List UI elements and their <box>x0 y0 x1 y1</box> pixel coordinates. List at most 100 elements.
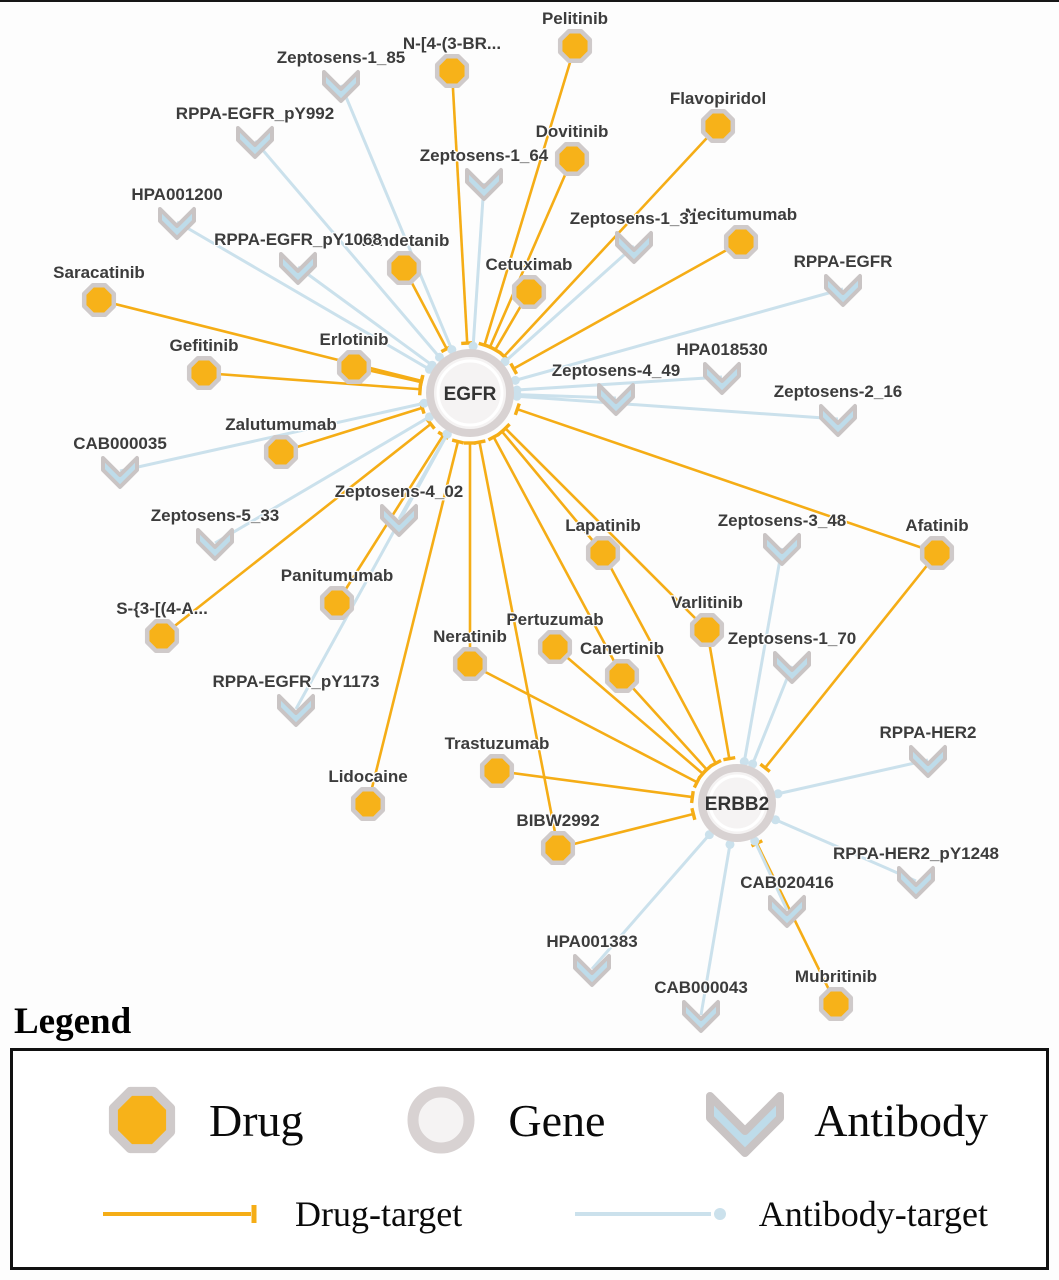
drug-octagon <box>818 986 854 1022</box>
node-canertinib[interactable] <box>604 658 640 694</box>
gene-circle <box>426 349 514 437</box>
node-zeptosens-3-48[interactable] <box>763 533 801 566</box>
antibody-target-dot <box>419 398 429 408</box>
node-bibw2992[interactable] <box>540 830 576 866</box>
antibody-chevron-shape <box>706 1092 785 1157</box>
node-rppa-egfr-py992[interactable] <box>236 126 274 159</box>
antibody-chevron <box>196 528 234 561</box>
edge-zeptosens-1-31-egfr <box>503 244 636 363</box>
node-zeptosens-1-31[interactable] <box>615 231 653 264</box>
label-rppa-her2-py1248: RPPA-HER2_pY1248 <box>833 844 999 863</box>
label-canertinib: Canertinib <box>580 639 664 658</box>
drug-octagon <box>919 535 955 571</box>
node-cab000035[interactable] <box>101 456 139 489</box>
node-flavopiridol[interactable] <box>700 108 736 144</box>
legend-antibody-target-label: Antibody-target <box>758 1194 988 1234</box>
antibody-chevron <box>277 694 315 727</box>
drug-octagon-icon <box>108 1086 176 1154</box>
drug-octagon <box>319 585 355 621</box>
node-trastuzumab[interactable] <box>479 753 515 789</box>
node-afatinib[interactable] <box>919 535 955 571</box>
node-rppa-egfr[interactable] <box>824 274 862 307</box>
label-zeptosens-1-85: Zeptosens-1_85 <box>277 48 406 67</box>
edge-lidocaine-egfr <box>366 441 460 805</box>
drug-target-line-icon <box>103 1205 257 1223</box>
gene-circle-icon <box>407 1086 475 1154</box>
antibody-chevron <box>380 504 418 537</box>
antibody-chevron <box>597 383 635 416</box>
label-zeptosens-2-16: Zeptosens-2_16 <box>774 382 903 401</box>
antibody-chevron <box>322 70 360 103</box>
label-gefitinib: Gefitinib <box>170 336 239 355</box>
node-lapatinib[interactable] <box>585 535 621 571</box>
node-pertuzumab[interactable] <box>537 629 573 665</box>
antibody-target-dot <box>750 836 760 846</box>
node-zeptosens-4-02[interactable] <box>380 504 418 537</box>
node-gefitinib[interactable] <box>186 355 222 391</box>
node-zeptosens-5-33[interactable] <box>196 528 234 561</box>
antibody-target-dot <box>739 757 749 767</box>
label-varlitinib: Varlitinib <box>671 593 743 612</box>
edge-zeptosens-3-48-erbb2 <box>742 547 784 762</box>
edge-s-3-4-a-egfr <box>161 422 432 638</box>
antibody-chevron <box>236 126 274 159</box>
node-pelitinib[interactable] <box>557 28 593 64</box>
node-cab020416[interactable] <box>768 895 806 928</box>
antibody-target-line-icon <box>574 1208 726 1220</box>
drug-octagon <box>434 53 470 89</box>
node-zeptosens-1-64[interactable] <box>465 168 503 201</box>
node-panitumumab[interactable] <box>319 585 355 621</box>
drug-target-tee <box>709 759 722 768</box>
antibody-chevron <box>773 651 811 684</box>
edge-zeptosens-1-70-erbb2 <box>751 665 794 765</box>
label-rppa-egfr-py992: RPPA-EGFR_pY992 <box>176 104 334 123</box>
node-rppa-egfr-py1068[interactable] <box>279 252 317 285</box>
node-hpa001383[interactable] <box>573 954 611 987</box>
edge-neratinib-erbb2 <box>469 662 698 784</box>
edge-gefitinib-egfr <box>203 371 421 391</box>
label-vandetanib: Vandetanib <box>359 231 450 250</box>
node-rppa-egfr-py1173[interactable] <box>277 694 315 727</box>
node-zeptosens-2-16[interactable] <box>819 404 857 437</box>
node-necitumumab[interactable] <box>723 224 759 260</box>
node-zeptosens-1-85[interactable] <box>322 70 360 103</box>
label-zeptosens-4-49: Zeptosens-4_49 <box>552 361 681 380</box>
node-vandetanib[interactable] <box>386 250 422 286</box>
node-erbb2[interactable] <box>698 764 776 842</box>
antibody-chevron <box>897 866 935 899</box>
label-lidocaine: Lidocaine <box>328 767 407 786</box>
node-cetuximab[interactable] <box>511 274 547 310</box>
legend-item-drug-target: Drug-target <box>101 1193 462 1235</box>
label-hpa001383: HPA001383 <box>546 932 637 951</box>
drug-target-tee <box>690 807 697 821</box>
label-cetuximab: Cetuximab <box>486 255 573 274</box>
node-rppa-her2-py1248[interactable] <box>897 866 935 899</box>
node-rppa-her2[interactable] <box>909 745 947 778</box>
node-saracatinib[interactable] <box>81 282 117 318</box>
label-rppa-egfr: RPPA-EGFR <box>794 252 893 271</box>
node-cab000043[interactable] <box>682 1000 720 1033</box>
node-zalutumumab[interactable] <box>263 434 299 470</box>
node-dovitinib[interactable] <box>554 141 590 177</box>
node-hpa001200[interactable] <box>158 207 196 240</box>
node-neratinib[interactable] <box>452 646 488 682</box>
node-mubritinib[interactable] <box>818 986 854 1022</box>
legend-item-antibody-target: Antibody-target <box>573 1193 988 1235</box>
edge-bibw2992-erbb2 <box>557 812 694 850</box>
drug-octagon <box>511 274 547 310</box>
edge-layer <box>98 45 939 1016</box>
drug-octagon <box>537 629 573 665</box>
node-n-4-3-br[interactable] <box>434 53 470 89</box>
node-zeptosens-4-49[interactable] <box>597 383 635 416</box>
node-erlotinib[interactable] <box>336 349 372 385</box>
label-s-3-4-a: S-{3-[(4-A... <box>116 599 208 618</box>
drug-octagon <box>689 612 725 648</box>
node-hpa018530[interactable] <box>703 362 741 395</box>
node-zeptosens-1-70[interactable] <box>773 651 811 684</box>
node-varlitinib[interactable] <box>689 612 725 648</box>
node-lidocaine[interactable] <box>350 786 386 822</box>
node-s-3-4-a[interactable] <box>144 618 180 654</box>
drug-octagon <box>585 535 621 571</box>
node-egfr[interactable] <box>426 349 514 437</box>
